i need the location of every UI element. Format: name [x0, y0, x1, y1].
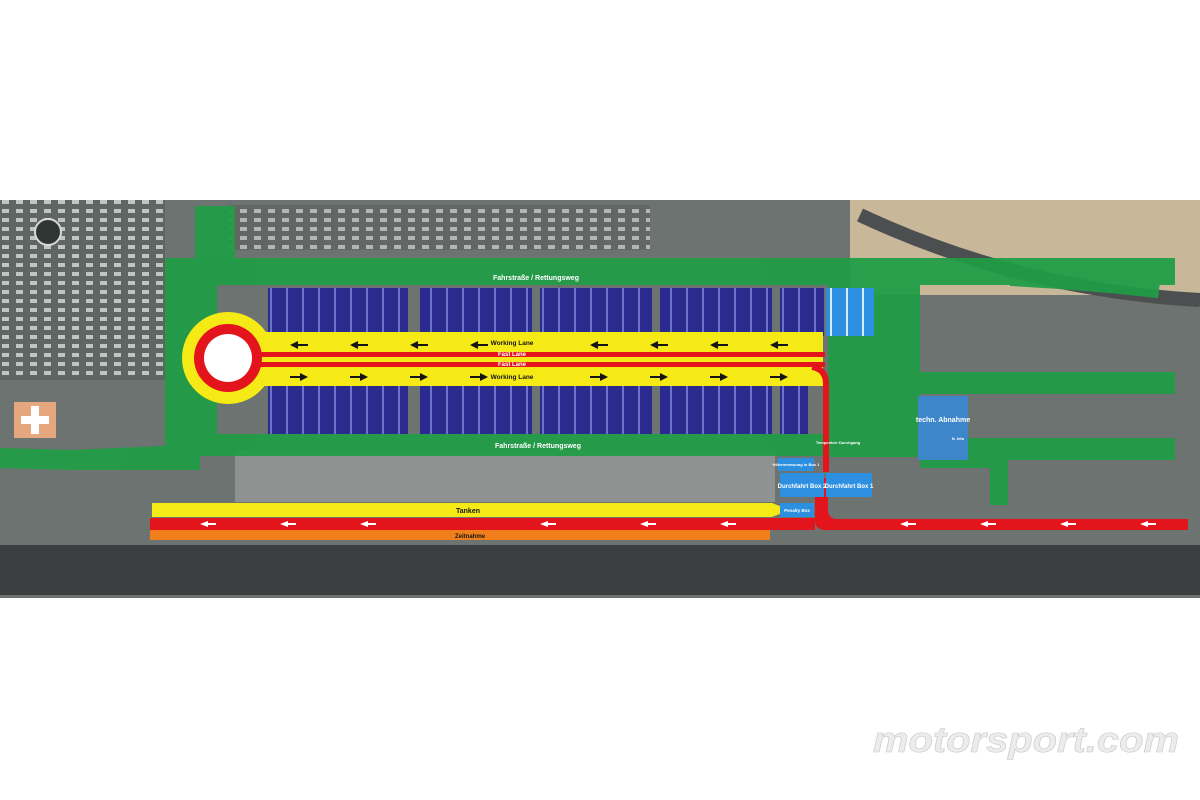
- parking-area-top: [230, 205, 650, 250]
- pit-building-roof: [235, 450, 775, 502]
- paddock-lanes: [182, 312, 829, 472]
- watermark-logo: motorsport.com: [873, 719, 1179, 761]
- fast-lane-label-1: Fast Lane: [498, 352, 527, 358]
- refuel-lane-label: Tanken: [456, 508, 480, 515]
- pass-box-1-label: Durchfahrt Box 1: [825, 484, 874, 490]
- tech-inspection-label: techn. Abnahme: [916, 417, 970, 424]
- helipad: [14, 402, 56, 438]
- temporary-passage-label: Temporärer Durchgang: [816, 440, 861, 445]
- fast-lane-label-2: Fast Lane: [498, 362, 527, 368]
- watermark-text: motorsport.com: [873, 719, 1179, 760]
- pitlane-arrows: [200, 521, 1156, 527]
- road-label-top: Fahrstraße / Rettungsweg: [493, 275, 579, 282]
- parking-area-left: [0, 200, 165, 380]
- timing-lane-label: Zeitnahme: [455, 534, 486, 540]
- working-lane-bottom-label: Working Lane: [491, 374, 534, 381]
- special-area-boxes: [778, 396, 968, 517]
- helipad-marker: [34, 218, 62, 246]
- road-label-bottom: Fahrstraße / Rettungsweg: [495, 443, 581, 450]
- pit-lane: [150, 478, 1188, 540]
- garage-blocks: [268, 288, 874, 434]
- working-lane-top-label: Working Lane: [491, 340, 534, 347]
- pass-box-2-label: Durchfahrt Box 2: [778, 484, 827, 490]
- tech-inspection-sublabel: N. Info: [952, 436, 965, 441]
- direction-arrows: [290, 341, 788, 381]
- penalty-box-label: Penalty Box: [784, 508, 810, 513]
- weigh-box-label: Höhenmessung in Box 1: [773, 462, 820, 467]
- main-straight-track: [0, 545, 1200, 595]
